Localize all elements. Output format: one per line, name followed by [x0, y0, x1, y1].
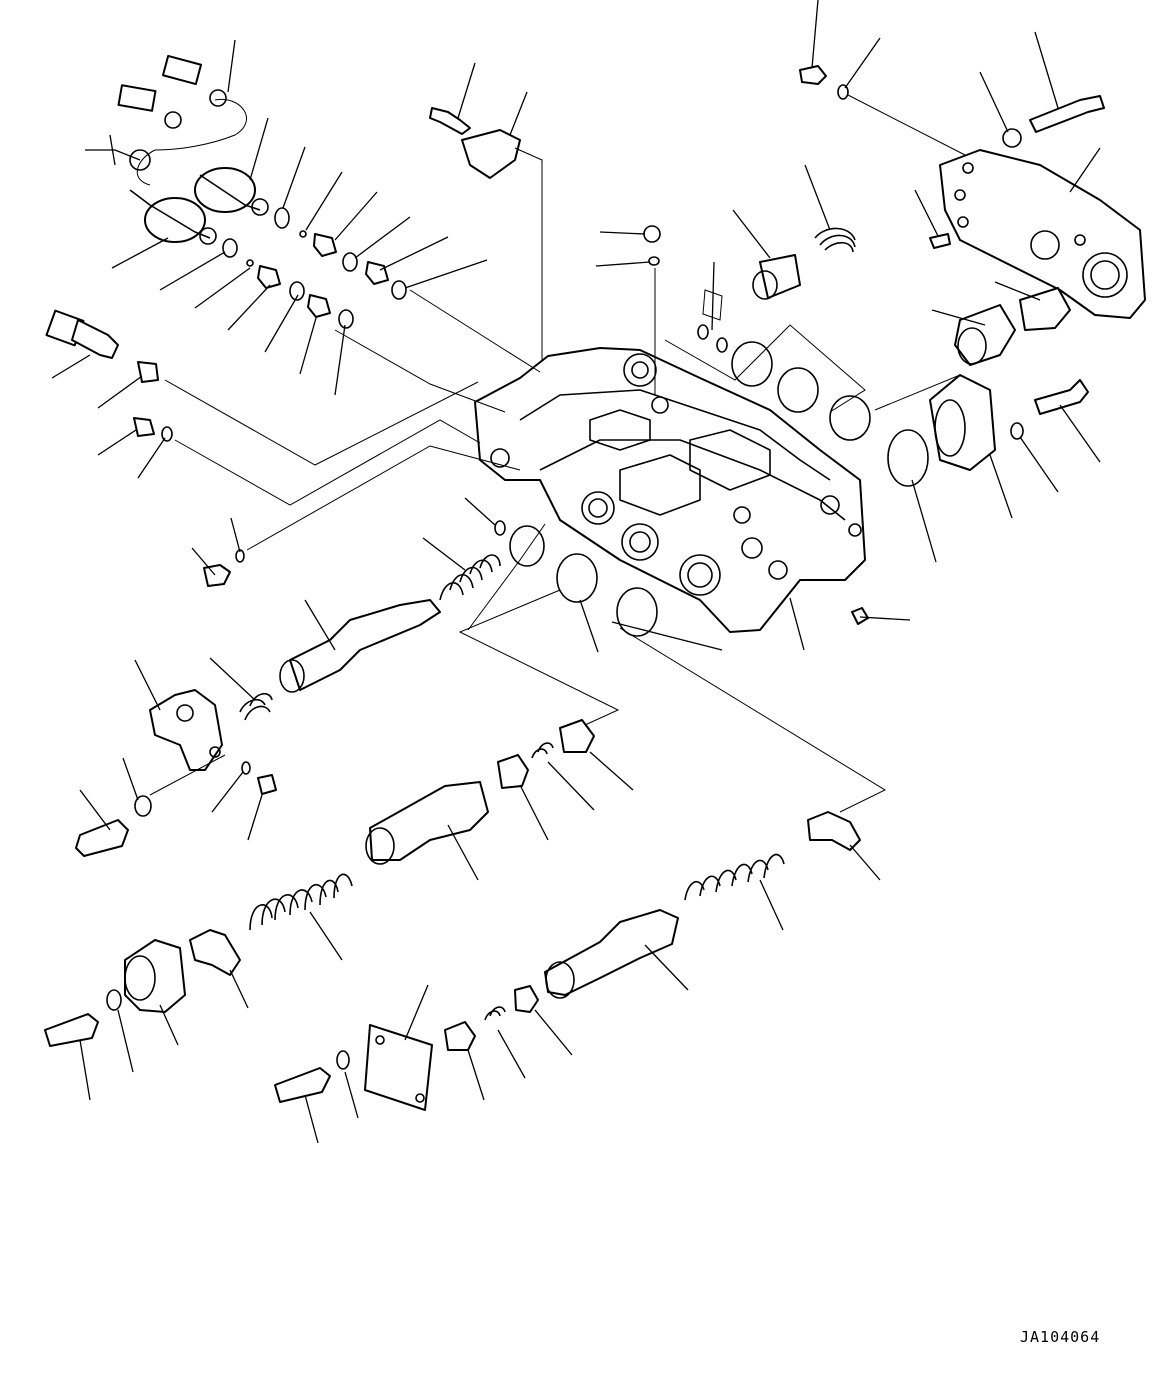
main-spools [249, 719, 861, 1051]
bottom-covers [44, 929, 433, 1111]
right-pistons [752, 227, 1089, 625]
wiring-bracket [429, 107, 661, 266]
pilot-spool [75, 554, 501, 857]
drawing-reference-code: JA104064 [1020, 1328, 1101, 1346]
top-cover [799, 65, 1146, 319]
gaskets [494, 324, 929, 637]
o-rings-and-plugs [133, 207, 407, 587]
solenoid-valve-lower [129, 189, 217, 245]
valve-body [474, 347, 866, 633]
guide-lines [149, 94, 966, 813]
solenoid-valve-upper [117, 54, 269, 216]
pressure-sensor [45, 309, 119, 359]
leader-lines [51, 0, 1101, 1144]
